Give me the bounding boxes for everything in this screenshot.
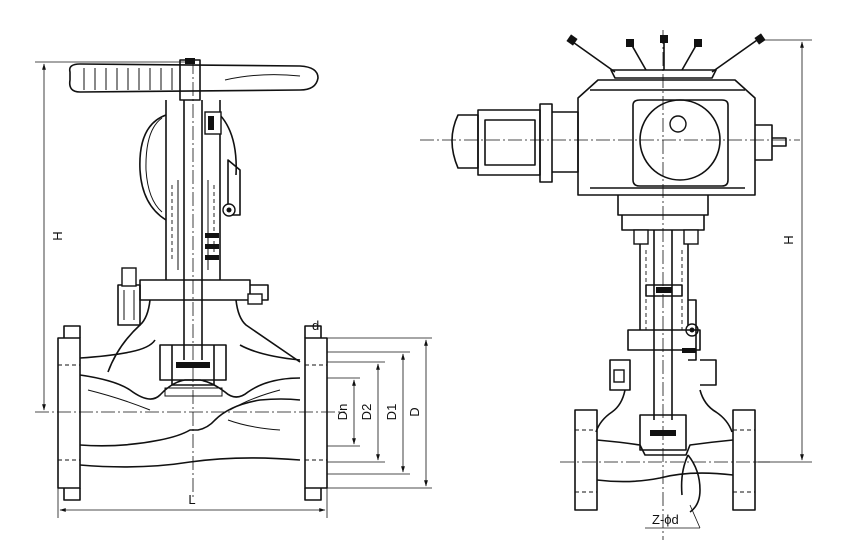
yoke (139, 100, 241, 280)
length-label: L (188, 492, 195, 507)
dn-label: Dn (335, 404, 350, 421)
bolt-hole-label: d (312, 318, 319, 333)
right-valve-body (595, 389, 734, 513)
dimension-l (57, 488, 328, 518)
diameter-dimensions (327, 337, 432, 489)
valve-body (79, 299, 301, 468)
right-gland (609, 329, 717, 391)
height-label-left: H (50, 231, 65, 240)
actuator-handwheel-spokes (566, 33, 766, 79)
bolt-count-label: Z-ϕd (652, 512, 679, 527)
actuator-housing (577, 79, 787, 196)
d2-label: D2 (359, 404, 374, 421)
d-label: D (407, 407, 422, 416)
motor (451, 103, 579, 183)
right-left-flange (574, 409, 598, 511)
handwheel (68, 58, 319, 101)
right-right-flange (732, 409, 756, 511)
right-flange (304, 325, 328, 501)
manual-globe-valve-view: H L d Dn D2 D1 D (35, 58, 432, 518)
gland-bolts (117, 267, 269, 326)
d1-label: D1 (384, 404, 399, 421)
stem (171, 100, 219, 360)
electric-globe-valve-view: H Z-ϕd (420, 30, 812, 540)
left-flange (57, 325, 81, 501)
dimension-h-left (35, 61, 190, 411)
bolt-hole-leader (645, 504, 701, 529)
height-label-right: H (781, 235, 796, 244)
dimension-h-right (755, 39, 812, 463)
